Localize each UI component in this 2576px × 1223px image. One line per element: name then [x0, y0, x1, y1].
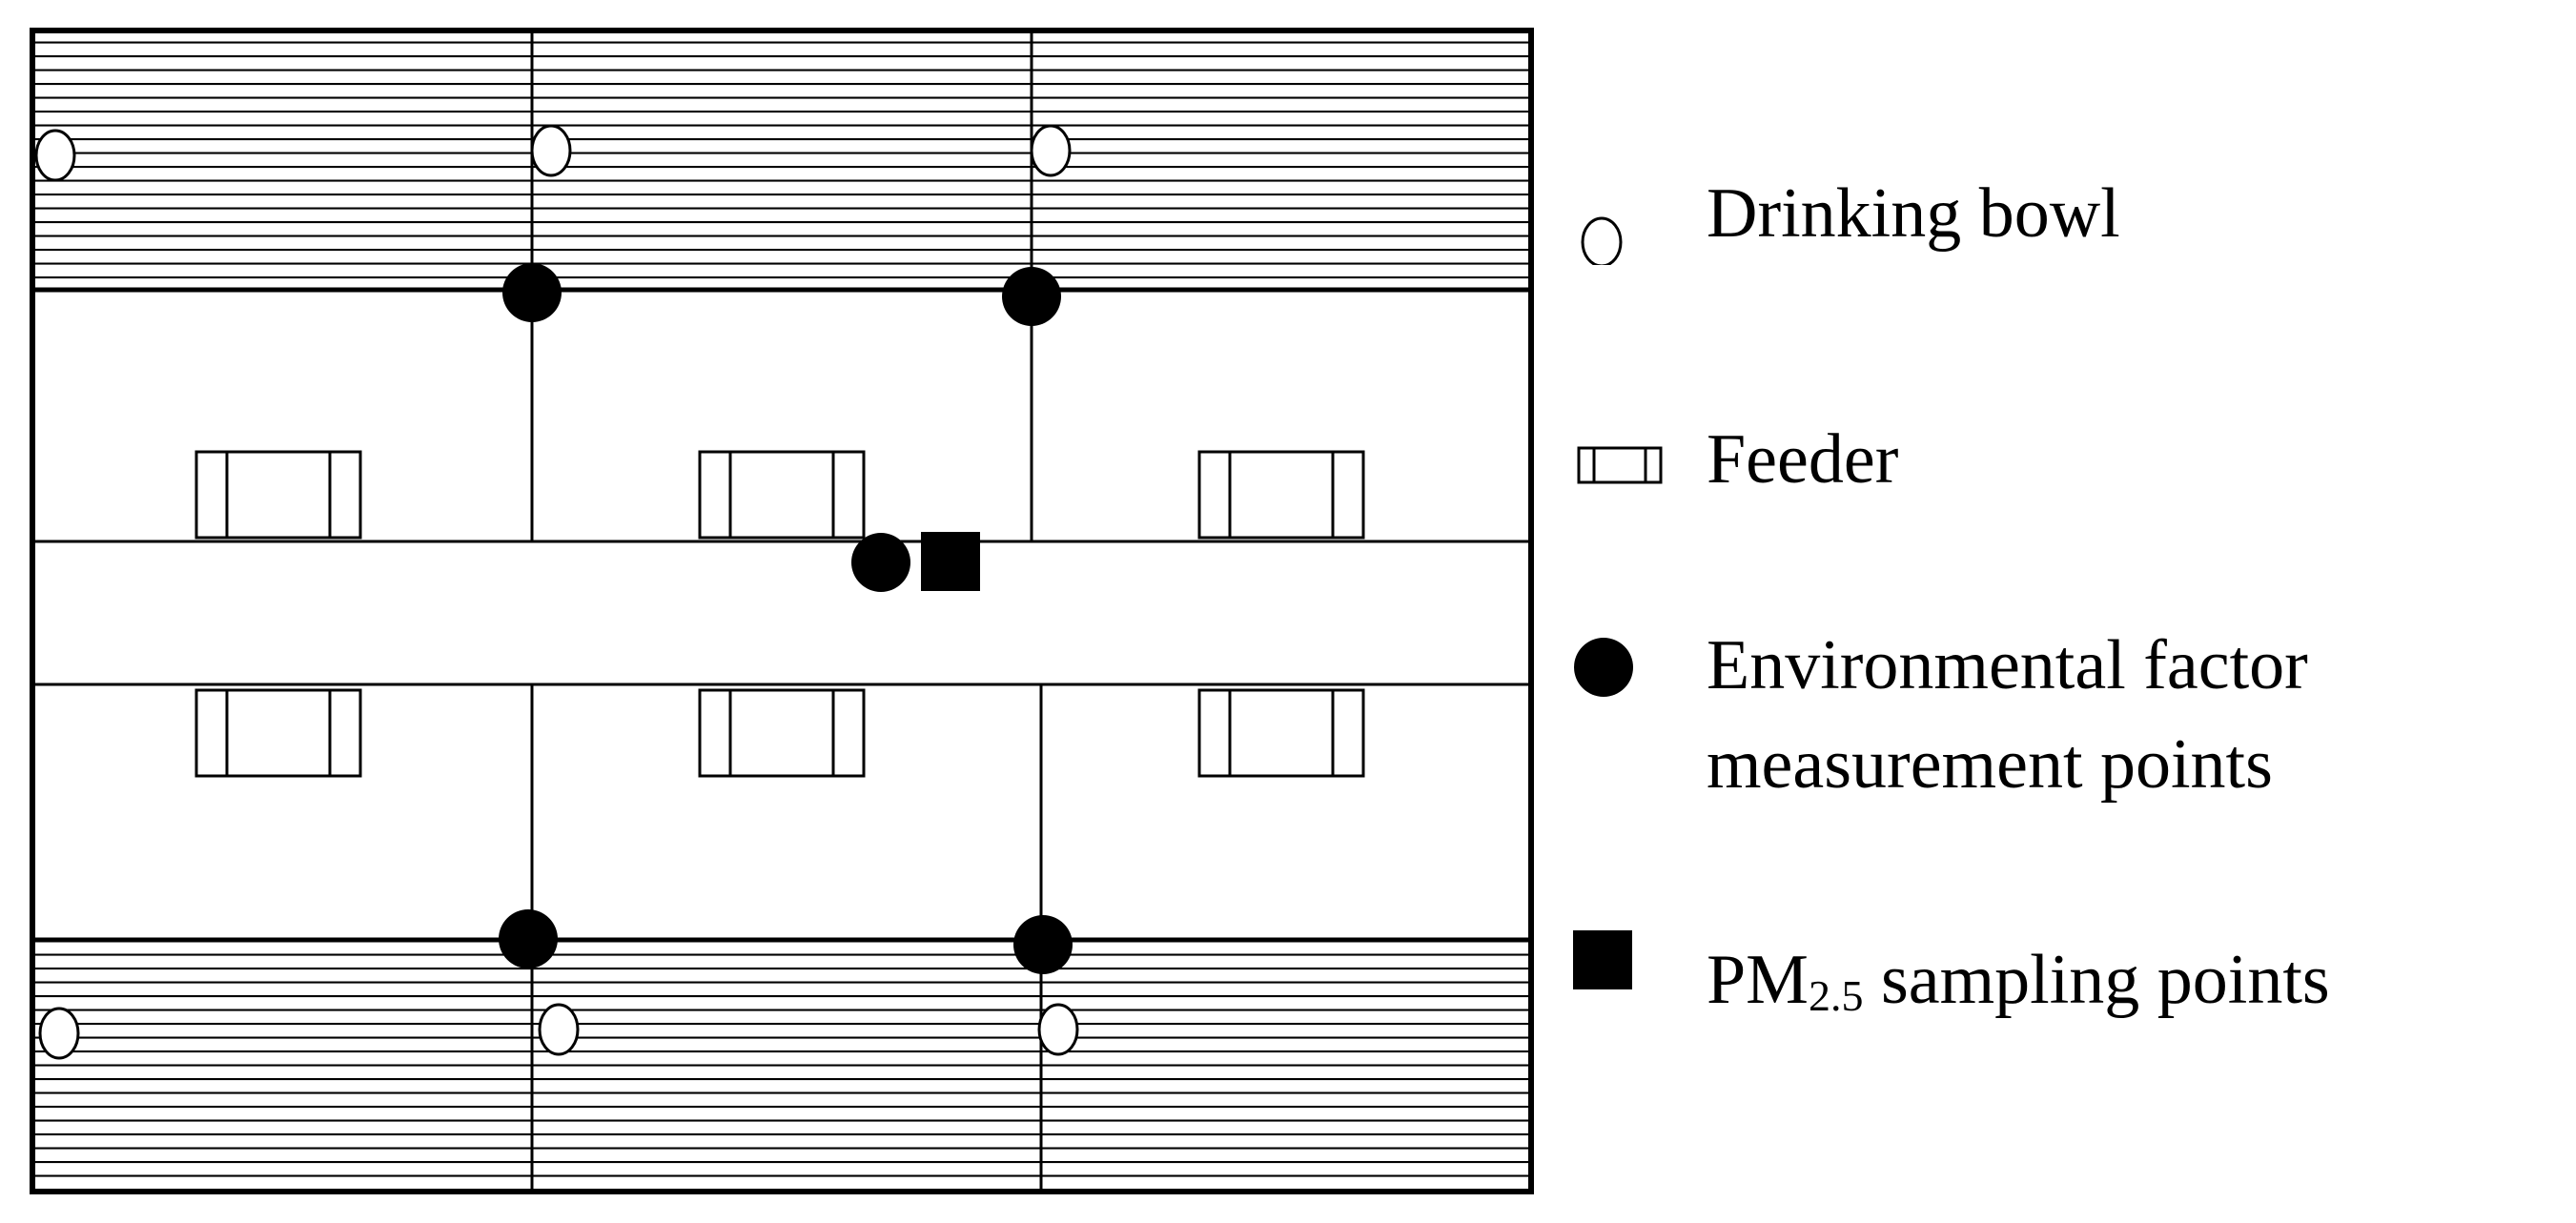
legend-item-feeder: Feeder [1544, 416, 1898, 511]
legend-label-drinking-bowl: Drinking bowl [1707, 174, 2120, 253]
legend-item-pm-sampling-point: PM2.5 sampling points [1544, 930, 2330, 1026]
pm-sampling-point-icon [921, 532, 980, 591]
legend-label-environmental-line2: measurement points [1707, 725, 2273, 804]
drinking-bowl-icon [1030, 124, 1072, 177]
feeder-legend-icon [1577, 446, 1663, 484]
bottom-striped-zone [34, 940, 1531, 1190]
pm-sampling-point-legend-icon [1573, 930, 1632, 989]
environmental-point-legend-icon [1574, 638, 1633, 697]
environmental-point-icon [851, 533, 910, 592]
legend-label-feeder: Feeder [1707, 420, 1899, 499]
environmental-point-icon [1002, 267, 1061, 326]
feeder-icon [1197, 450, 1365, 540]
environmental-point-icon [502, 263, 562, 322]
feeder-icon [194, 688, 362, 778]
top-striped-zone [34, 32, 1531, 290]
feeder-icon [1197, 688, 1365, 778]
legend-item-environmental-point: Environmental factor measurement points [1544, 622, 2308, 808]
legend: Drinking bowl Feeder Environmental facto… [1544, 0, 2576, 1223]
legend-label-pm-subscript: 2.5 [1808, 971, 1864, 1020]
legend-label-environmental-point: Environmental factor measurement points [1707, 622, 2308, 808]
legend-label-environmental-line1: Environmental factor [1707, 626, 2308, 704]
legend-label-pm-sampling-point: PM2.5 sampling points [1707, 936, 2330, 1024]
drinking-bowl-icon [34, 129, 76, 182]
feeder-icon [698, 450, 866, 540]
environmental-point-icon [499, 909, 558, 968]
drinking-bowl-icon [538, 1003, 580, 1056]
legend-item-drinking-bowl: Drinking bowl [1544, 170, 2120, 265]
feeder-icon [194, 450, 362, 540]
drinking-bowl-icon [38, 1007, 80, 1060]
drinking-bowl-legend-icon [1581, 216, 1623, 265]
feeder-icon [698, 688, 866, 778]
outer-frame [30, 28, 1534, 1194]
legend-label-pm-prefix: PM [1707, 941, 1809, 1019]
barn-layout-diagram [30, 28, 1534, 1194]
legend-label-pm-suffix: sampling points [1863, 941, 2330, 1019]
drinking-bowl-icon [1037, 1003, 1079, 1056]
drinking-bowl-icon [530, 124, 572, 177]
environmental-point-icon [1013, 915, 1073, 974]
